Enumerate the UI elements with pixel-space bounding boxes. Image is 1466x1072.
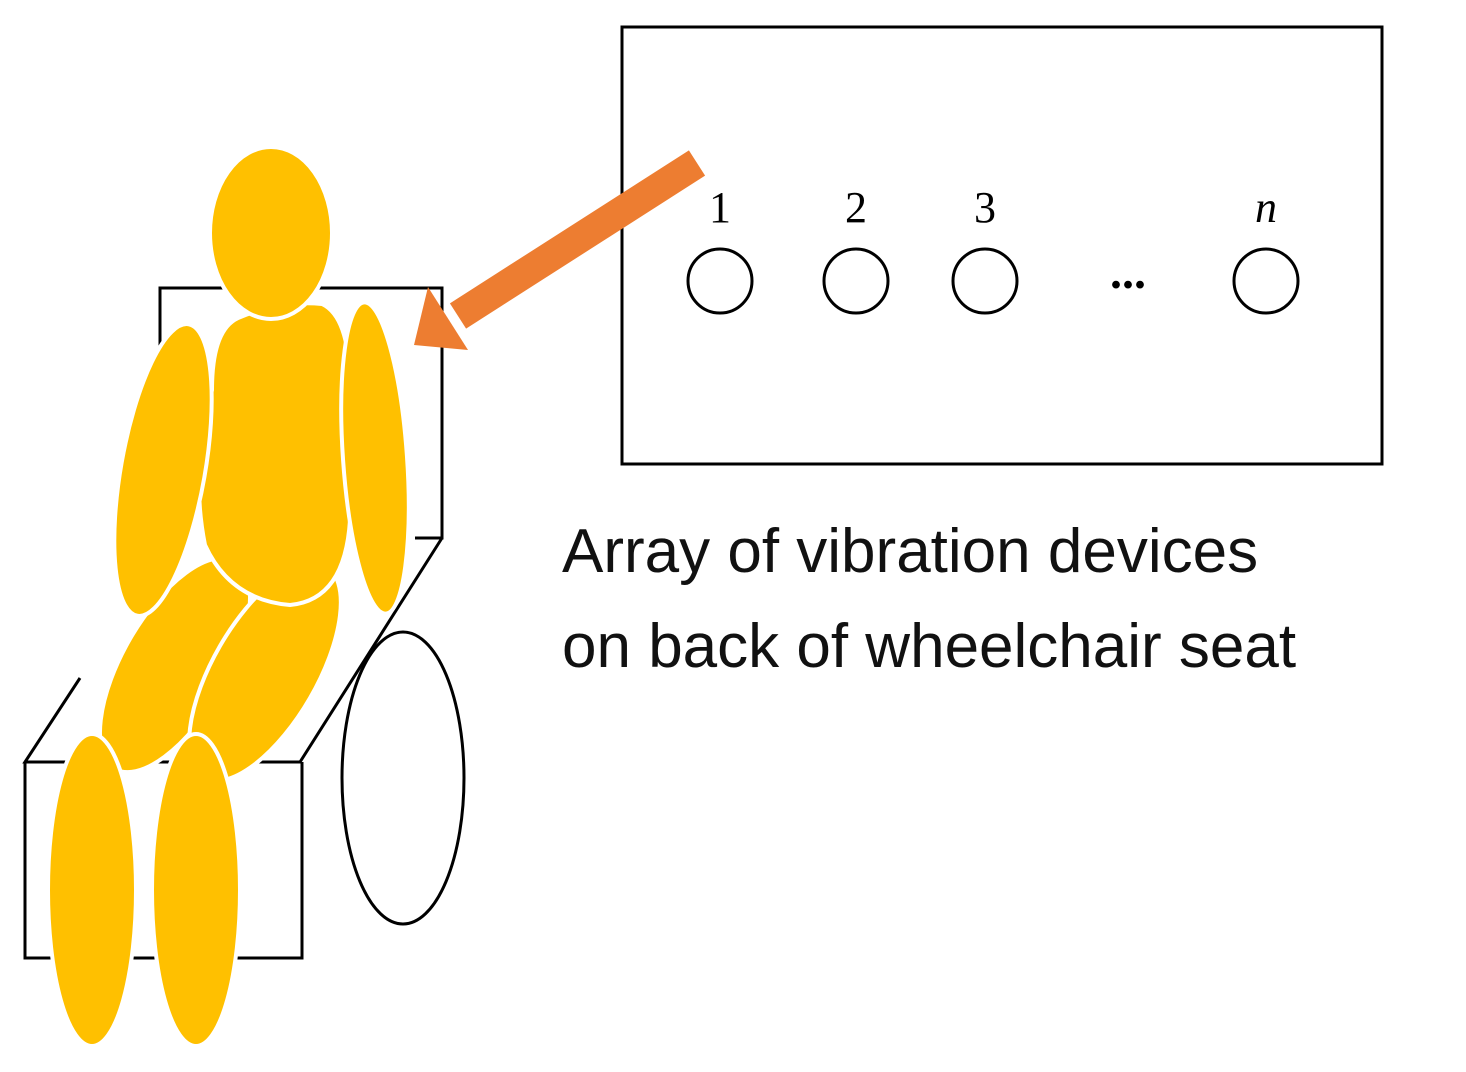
vibration-device-n: [1232, 247, 1300, 315]
caption-line-2: on back of wheelchair seat: [562, 612, 1296, 681]
ellipsis-text: ...: [1110, 246, 1146, 299]
arrow-shaft: [449, 150, 706, 329]
vibration-device-1: [686, 247, 754, 315]
panel-border: [620, 25, 1384, 466]
wheelchair: [22, 286, 466, 960]
wheelchair-backrest: [158, 286, 444, 540]
device-label-n: n: [1255, 183, 1277, 232]
caption-line-1: Array of vibration devices: [562, 517, 1258, 586]
right-arm: [339, 300, 411, 616]
person-figure: [46, 145, 411, 1048]
head: [208, 145, 334, 321]
vibration-device-3: [951, 247, 1019, 315]
device-label-3: 3: [974, 183, 996, 232]
device-panel: 1 2 3 n ...: [620, 25, 1384, 466]
wheelchair-wheel: [340, 630, 466, 926]
wheelchair-seat: [22, 537, 444, 764]
torso: [196, 301, 357, 608]
vibration-device-2: [822, 247, 890, 315]
right-lower-leg: [150, 732, 242, 1048]
device-label-2: 2: [845, 183, 867, 232]
device-label-1: 1: [709, 183, 731, 232]
arrow-head: [414, 287, 468, 350]
left-arm: [112, 322, 214, 618]
left-lower-leg: [46, 732, 138, 1048]
pointer-arrow: [414, 150, 706, 350]
